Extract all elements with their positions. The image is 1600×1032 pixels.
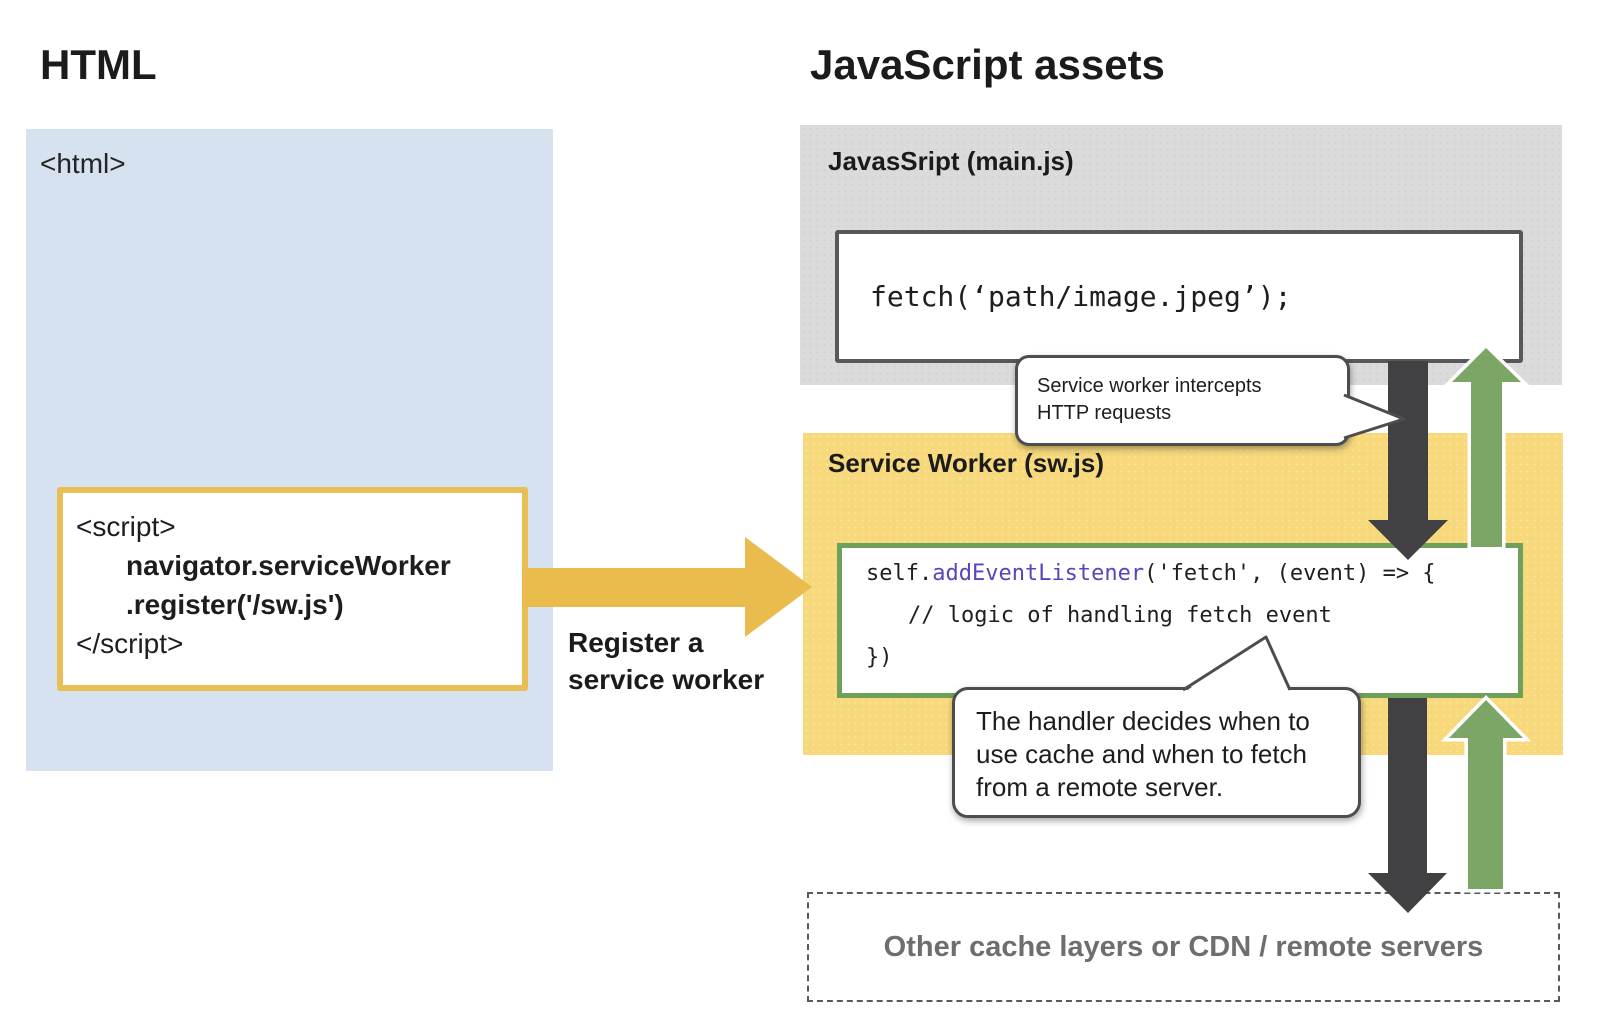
intercept-callout: Service worker intercepts HTTP requests (1015, 355, 1350, 446)
sw-code-line3: }) (866, 645, 893, 670)
script-code-line2: .register('/sw.js') (126, 589, 344, 620)
sw-code-line2: // logic of handling fetch event (908, 603, 1332, 628)
fetch-code-text: fetch(‘path/image.jpeg’); (870, 280, 1292, 313)
intercept-callout-pointer (1344, 396, 1404, 437)
js-assets-column-title: JavaScript assets (810, 41, 1165, 88)
add-event-listener-keyword: addEventListener (932, 561, 1145, 586)
html-open-tag-text: <html> (40, 148, 126, 179)
service-worker-panel-label: Service Worker (sw.js) (828, 448, 1105, 478)
cache-cdn-box: Other cache layers or CDN / remote serve… (807, 892, 1560, 1002)
handler-callout: The handler decides when to use cache an… (952, 687, 1361, 818)
script-open-tag: <script> (76, 511, 176, 542)
main-js-panel-label: JavasSript (main.js) (828, 146, 1074, 176)
html-column-title: HTML (40, 41, 157, 88)
register-arrow-label: Register a service worker (568, 627, 765, 695)
cache-cdn-label: Other cache layers or CDN / remote serve… (883, 930, 1484, 963)
register-script-code-box: <script> navigator.serviceWorker .regist… (57, 487, 528, 691)
script-close-tag: </script> (76, 628, 184, 659)
register-arrow (522, 537, 812, 637)
sw-code-line1: self.addEventListener('fetch', (event) =… (866, 561, 1436, 586)
script-code-line1: navigator.serviceWorker (126, 550, 451, 581)
sw-code-box: self.addEventListener('fetch', (event) =… (837, 543, 1523, 698)
fetch-code-box: fetch(‘path/image.jpeg’); (835, 230, 1523, 363)
